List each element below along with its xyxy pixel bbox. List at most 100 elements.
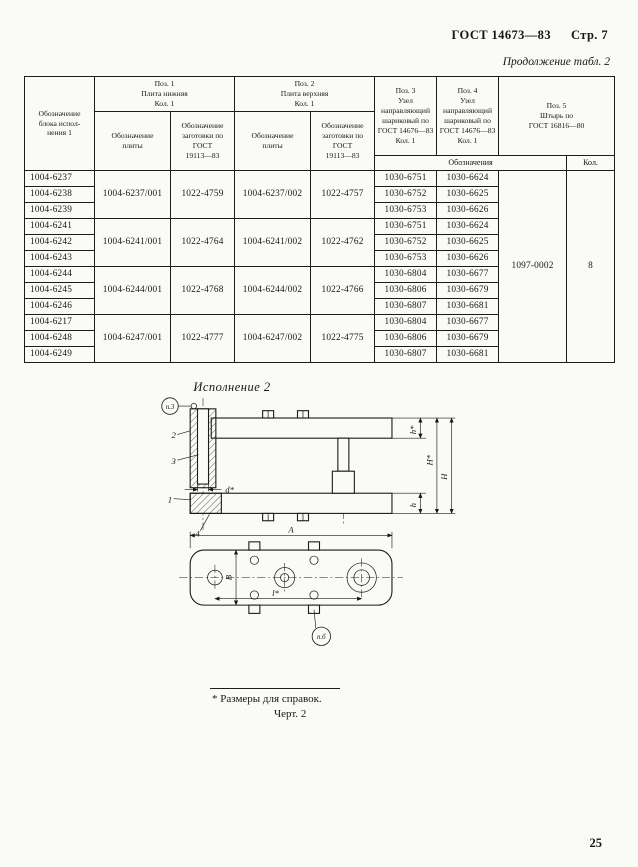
table-cell: 1030-6679 <box>436 281 500 299</box>
table-cell: 1004-6245 <box>24 281 95 299</box>
leader-line <box>177 430 191 435</box>
table-cell: 1022-4768 <box>169 265 236 315</box>
bolt <box>262 410 275 419</box>
dim-d-label: d* <box>225 484 234 494</box>
table-cell: 1004-6241 <box>24 217 95 235</box>
lower-plate-section <box>189 492 222 514</box>
leader-line <box>199 514 210 531</box>
page-number: 25 <box>589 836 603 850</box>
table-cell: 1030-6626 <box>436 201 500 219</box>
dim-H-label: H <box>439 473 449 481</box>
table-cell: 1004-6246 <box>24 297 95 315</box>
table-cell: 1004-6247/001 <box>94 313 171 363</box>
doc-number: ГОСТ 14673—83 <box>451 28 551 42</box>
execution-title: Исполнение 2 <box>193 380 271 394</box>
table-cell: 1030-6677 <box>436 313 500 331</box>
technical-drawing: п.3 2 3 1 4 d* h* h <box>161 397 456 646</box>
callout-pb-label: п.б <box>317 634 326 641</box>
table-cell: 1004-6241/001 <box>94 217 171 267</box>
bolt <box>307 541 321 565</box>
table-cell: 1004-6244/001 <box>94 265 171 315</box>
table-cell: 1030-6806 <box>374 329 438 347</box>
table-cell: 1030-6681 <box>436 345 500 363</box>
table-cell: 1022-4777 <box>169 313 236 363</box>
table-cell: 1030-6681 <box>436 297 500 315</box>
table-cell: 1022-4764 <box>169 217 236 267</box>
table-cell: 1097-0002 <box>498 169 568 363</box>
table-cell: 1022-4759 <box>169 169 236 219</box>
table-cell: 1030-6753 <box>374 249 438 267</box>
table-cell: 1004-6244/002 <box>234 265 312 315</box>
guide-pillar-stem <box>337 437 350 472</box>
table-cell: 1030-6804 <box>374 265 438 283</box>
table-cell: 1004-6243 <box>24 249 95 267</box>
table-row: 1004-6248 1030-6806 1030-6679 <box>24 329 615 347</box>
leader-line <box>173 498 191 500</box>
table-cell: 1030-6626 <box>436 249 500 267</box>
footnote-rule <box>210 688 340 689</box>
table-cell: 1004-6248 <box>24 329 95 347</box>
part-4-label: 4 <box>195 528 200 538</box>
table-cell: 1004-6217 <box>24 313 95 331</box>
dim-h-bottom-label: h <box>408 503 418 507</box>
side-view: п.3 2 3 1 4 d* h* h <box>161 397 456 538</box>
bolt <box>248 541 261 565</box>
table-cell: 1030-6679 <box>436 329 500 347</box>
table-cell: 1004-6237/001 <box>94 169 171 219</box>
header-plate-designation: Обозначение плиты <box>94 110 171 171</box>
header-pos5: Поз. 5 Штырь по ГОСТ 16816—80 <box>498 76 616 156</box>
leader-line <box>177 454 199 461</box>
table-cell: 1004-6247/002 <box>234 313 312 363</box>
table-row: 1004-6246 1030-6807 1030-6681 <box>24 297 615 315</box>
table-cell: 1004-6239 <box>24 201 95 219</box>
upper-plate <box>210 417 393 439</box>
dimension-B: В <box>223 549 239 606</box>
dim-h-top-label: h* <box>408 425 418 434</box>
bolt <box>296 410 310 419</box>
table-cell: 1030-6624 <box>436 169 500 187</box>
header-blank-designation: Обозначение заготовки по ГОСТ 19113—83 <box>169 110 236 171</box>
table-cell: 1004-6249 <box>24 345 95 363</box>
dim-A-label: A <box>287 525 294 535</box>
header-blank-designation: Обозначение заготовки по ГОСТ 19113—83 <box>310 110 376 171</box>
table-cell: 1030-6624 <box>436 217 500 235</box>
table-cell: 1004-6238 <box>24 185 95 203</box>
header-plate-designation: Обозначение плиты <box>234 110 312 171</box>
part-3-label: 3 <box>170 456 176 466</box>
table-cell: 1030-6751 <box>374 169 438 187</box>
bolt <box>262 512 275 522</box>
table-cell: 1030-6807 <box>374 345 438 363</box>
page-ref: Стр. 7 <box>570 28 608 42</box>
dimension-d: d* <box>184 484 235 494</box>
table-continuation-caption: Продолжение табл. 2 <box>502 56 610 68</box>
dimension-heights: h* h H* H <box>391 417 456 514</box>
header-designations: Обозначения <box>374 154 568 171</box>
header-pos1: Поз. 1 Плита нижняя Кол. 1 <box>93 76 236 112</box>
table-cell: 1004-6237/002 <box>234 169 312 219</box>
header-pos3: Поз. 3 Узел направляющий шариковый по ГО… <box>374 76 438 156</box>
table-row: 1004-6217 1004-6247/001 1022-4777 1004-6… <box>24 313 615 363</box>
header-block-designation: Обозначение блока испол- нения 1 <box>24 76 95 171</box>
table-cell: 1030-6751 <box>374 217 438 235</box>
table-row: 1004-6249 1030-6807 1030-6681 <box>24 345 615 363</box>
callout-pb: п.б <box>311 609 331 646</box>
table-row: 1004-6241 1004-6241/001 1022-4764 1004-6… <box>24 217 615 267</box>
part-2-label: 2 <box>171 430 176 440</box>
parts-table: Обозначение блока испол- нения 1 Поз. 1 … <box>24 76 616 363</box>
table-cell: 1030-6752 <box>374 233 438 251</box>
table-cell: 1030-6753 <box>374 201 438 219</box>
callout-p3: п.3 <box>161 397 192 415</box>
header-pos2: Поз. 2 Плита верхняя Кол. 1 <box>234 76 376 112</box>
footnote: * Размеры для справок. Черт. 2 <box>212 692 322 722</box>
table-cell: 1030-6752 <box>374 185 438 203</box>
footnote-text: * Размеры для справок. <box>212 693 322 705</box>
header-pos4: Поз. 4 Узел направляющий шариковый по ГО… <box>436 76 500 156</box>
plan-view: A В l* <box>179 525 403 646</box>
table-row: 1004-6238 1030-6752 1030-6625 <box>24 185 615 203</box>
table-row: 1004-6245 1030-6806 1030-6679 <box>24 281 615 299</box>
table-cell: 1030-6625 <box>436 233 500 251</box>
table-cell: 1030-6677 <box>436 265 500 283</box>
dim-B-label: В <box>223 574 233 580</box>
pin <box>190 402 197 410</box>
table-cell: 8 <box>566 169 616 363</box>
